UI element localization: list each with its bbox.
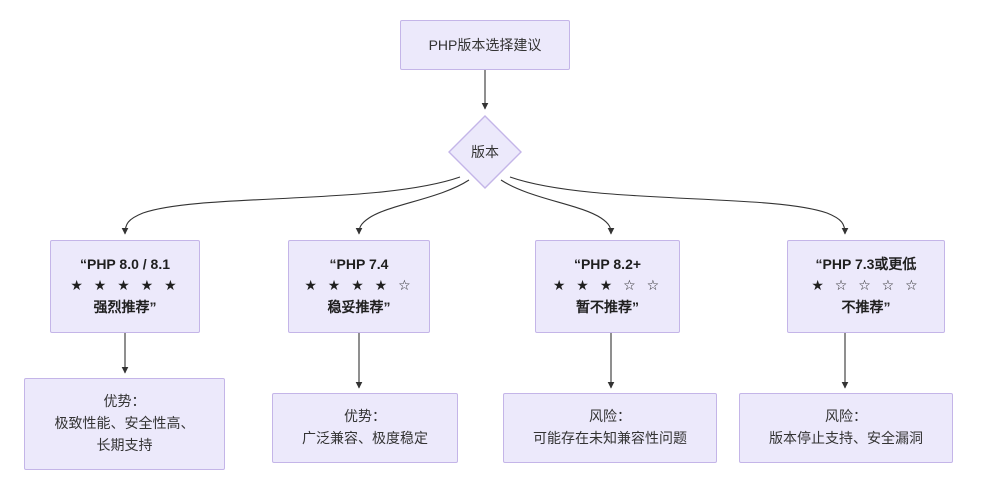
branch-star-rating: ★ ★ ★ ★ ☆ <box>304 277 414 294</box>
node-branch-php-82-plus[interactable]: “PHP 8.2+ ★ ★ ★ ☆ ☆ 暂不推荐” <box>535 240 680 333</box>
detail-heading: 风险： <box>589 408 631 425</box>
node-branch-php-73-or-lower[interactable]: “PHP 7.3或更低 ★ ☆ ☆ ☆ ☆ 不推荐” <box>787 240 945 333</box>
detail-line: 版本停止支持、安全漏洞 <box>769 430 923 446</box>
detail-line: 广泛兼容、极度稳定 <box>302 430 428 446</box>
node-detail-php-80-81[interactable]: 优势： 极致性能、安全性高、 长期支持 <box>24 378 225 470</box>
node-detail-php-82-plus[interactable]: 风险： 可能存在未知兼容性问题 <box>503 393 717 463</box>
detail-line: 极致性能、安全性高、 <box>54 415 195 432</box>
diamond-shape <box>448 115 522 189</box>
branch-version-label: “PHP 7.3或更低 <box>815 255 917 272</box>
node-root-label: PHP版本选择建议 <box>428 37 542 53</box>
node-detail-php-74[interactable]: 优势： 广泛兼容、极度稳定 <box>272 393 458 463</box>
branch-verdict-label: 不推荐” <box>841 299 891 316</box>
node-decision-label: 版本 <box>471 144 499 160</box>
branch-verdict-label: 稳妥推荐” <box>327 299 391 316</box>
branch-version-label: “PHP 7.4 <box>329 255 389 272</box>
detail-heading: 风险： <box>825 408 867 425</box>
branch-star-rating: ★ ★ ★ ☆ ☆ <box>552 277 663 294</box>
edge-decision-to-branch-1 <box>121 176 461 235</box>
branch-verdict-label: 暂不推荐” <box>576 299 639 316</box>
branch-verdict-label: 强烈推荐” <box>93 299 157 316</box>
node-root-title[interactable]: PHP版本选择建议 <box>400 20 570 70</box>
detail-line: 可能存在未知兼容性问题 <box>533 430 687 446</box>
edge-decision-to-branch-4 <box>509 176 849 235</box>
detail-line: 长期支持 <box>96 436 153 453</box>
node-decision-version[interactable]: 版本 <box>448 115 522 189</box>
branch-version-label: “PHP 8.0 / 8.1 <box>79 255 170 272</box>
detail-heading: 优势： <box>344 408 386 425</box>
branch-star-rating: ★ ★ ★ ★ ★ <box>70 277 180 294</box>
node-branch-php-74[interactable]: “PHP 7.4 ★ ★ ★ ★ ☆ 稳妥推荐” <box>288 240 430 333</box>
branch-star-rating: ★ ☆ ☆ ☆ ☆ <box>811 277 921 294</box>
node-detail-php-73-or-lower[interactable]: 风险： 版本停止支持、安全漏洞 <box>739 393 953 463</box>
node-branch-php-80-81[interactable]: “PHP 8.0 / 8.1 ★ ★ ★ ★ ★ 强烈推荐” <box>50 240 200 333</box>
branch-version-label: “PHP 8.2+ <box>573 255 642 272</box>
detail-heading: 优势： <box>103 393 146 410</box>
